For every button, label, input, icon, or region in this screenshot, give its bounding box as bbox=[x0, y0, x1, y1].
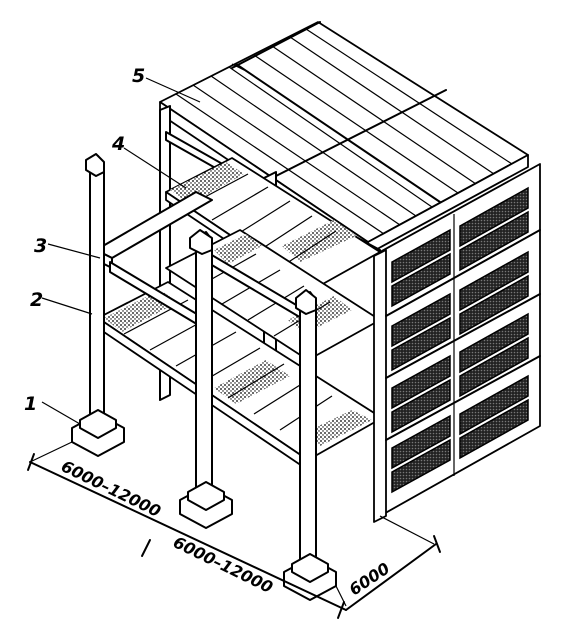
callout-1: 1 bbox=[24, 393, 37, 415]
callout-4: 4 bbox=[111, 133, 125, 155]
callout-leaders bbox=[41, 77, 201, 425]
dimension-span-a: 6000–12000 bbox=[58, 457, 164, 522]
callout-3: 3 bbox=[34, 235, 47, 257]
front-frame bbox=[71, 153, 383, 601]
footing-left bbox=[71, 409, 125, 457]
curtain-wall-panels bbox=[373, 163, 541, 523]
dimension-span-b: 6000–12000 bbox=[170, 533, 276, 598]
dimension-lines bbox=[27, 441, 441, 619]
footing-right bbox=[283, 553, 337, 601]
callout-5: 5 bbox=[132, 65, 145, 87]
callout-2: 2 bbox=[30, 289, 43, 311]
footing-middle bbox=[179, 481, 233, 529]
